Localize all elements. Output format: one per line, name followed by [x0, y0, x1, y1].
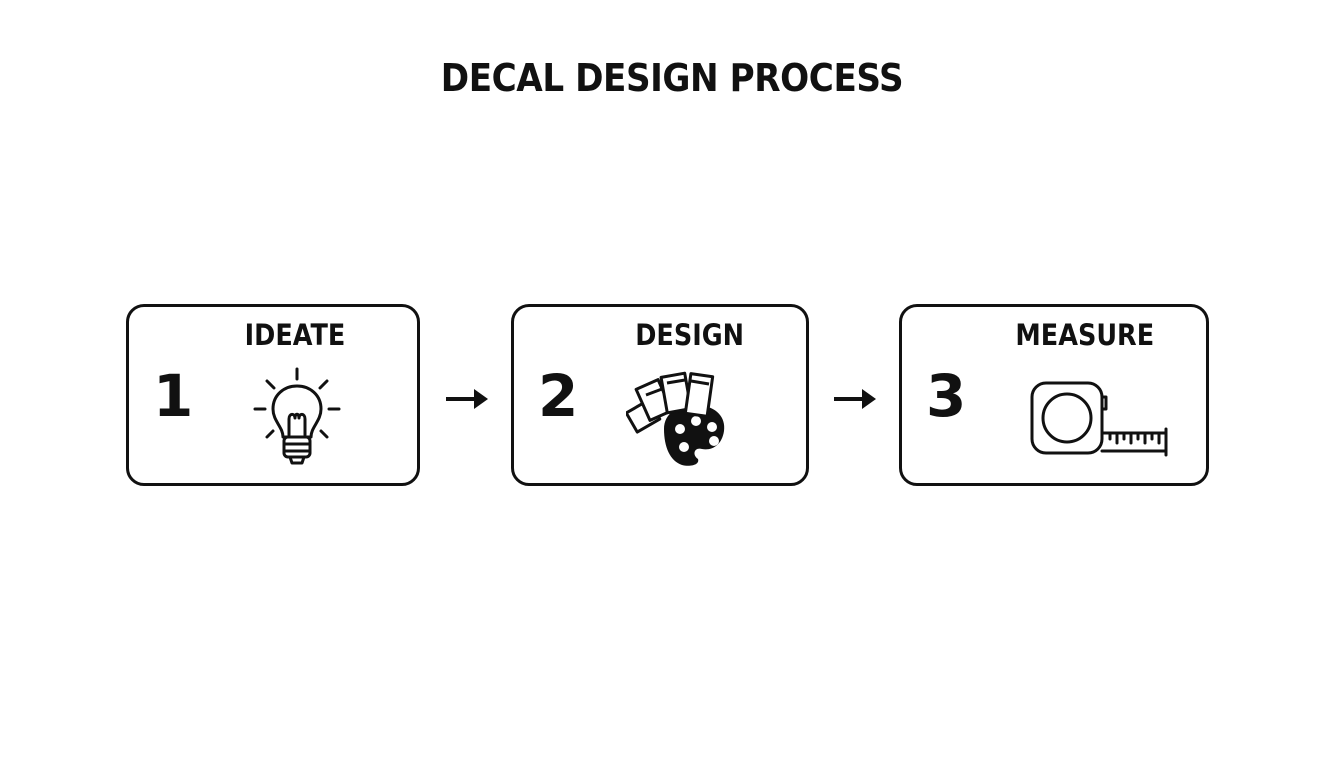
step-box-design: 2 DESIGN: [511, 304, 809, 486]
lightbulb-icon: [253, 367, 341, 465]
step-label: MEASURE: [1015, 318, 1155, 352]
step-number: 3: [926, 362, 967, 430]
step-box-measure: 3 MEASURE: [899, 304, 1209, 486]
step-number: 2: [538, 362, 579, 430]
tape-measure-icon: [1030, 381, 1168, 457]
paint-palette-icon: [626, 371, 725, 466]
arrow-right-icon: [446, 389, 488, 409]
step-box-ideate: 1 IDEATE: [126, 304, 420, 486]
step-number: 1: [153, 362, 194, 430]
step-label: DESIGN: [635, 318, 745, 352]
diagram-title: DECAL DESIGN PROCESS: [440, 56, 904, 100]
arrow-right-icon: [834, 389, 876, 409]
step-label: IDEATE: [244, 318, 346, 352]
